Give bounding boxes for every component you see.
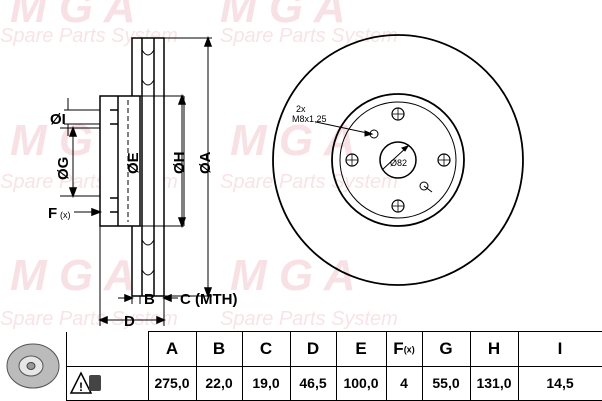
col-header-G: G xyxy=(421,331,471,367)
col-header-E: E xyxy=(335,331,387,367)
value-I: 14,5 xyxy=(517,365,602,401)
label-dim-G: ØG xyxy=(55,157,72,180)
value-E: 100,0 xyxy=(335,365,387,401)
bolt-note-thread: M8x1,25 xyxy=(292,114,327,124)
technical-drawing: M G A M G A Spare Parts System Spare Par… xyxy=(0,0,524,330)
label-dim-B: B xyxy=(144,291,155,308)
disc-thumbnail-icon xyxy=(6,343,60,388)
col-header-F-letter: F xyxy=(393,338,404,358)
col-header-D: D xyxy=(289,331,337,367)
disc-front-view xyxy=(272,34,524,286)
col-header-A: A xyxy=(147,331,197,367)
watermark-tagline: Spare Parts System xyxy=(0,308,178,330)
bolt-note-count: 2x xyxy=(296,104,306,114)
label-dim-D: D xyxy=(124,313,135,330)
value-C: 19,0 xyxy=(241,365,291,401)
caliper-warning-icon: ! xyxy=(69,371,101,394)
col-header-F: F(x) xyxy=(385,331,423,367)
disc-thumbnail-cell xyxy=(0,331,67,401)
label-dim-H: ØH xyxy=(171,152,188,175)
col-header-H: H xyxy=(469,331,519,367)
label-dim-I: ØI xyxy=(50,111,66,128)
warning-icon-cell xyxy=(66,331,149,367)
value-A: 275,0 xyxy=(147,365,197,401)
label-dim-C: C (MTH) xyxy=(180,291,237,308)
col-header-B: B xyxy=(195,331,243,367)
disc-side-profile xyxy=(60,35,213,326)
label-dim-F-sub: (x) xyxy=(60,210,71,220)
watermark-logo: M G A xyxy=(10,251,135,300)
watermark-tagline: Spare Parts System xyxy=(220,308,398,330)
watermark-logo: M G A xyxy=(220,0,345,32)
watermark-logo: M G A xyxy=(230,251,355,300)
col-header-I: I xyxy=(517,331,602,367)
label-dim-E: ØE xyxy=(125,152,142,174)
center-bore-label: Ø82 xyxy=(390,158,407,168)
watermark-tagline: Spare Parts System xyxy=(220,171,398,193)
label-dim-F: F xyxy=(48,205,57,222)
watermark-logo: M G A xyxy=(10,0,135,32)
svg-text:!: ! xyxy=(79,380,83,394)
value-F: 4 xyxy=(385,365,423,401)
spec-table: A B C D E F(x) G H I ! 275,0 22,0 19,0 4… xyxy=(0,331,602,401)
value-D: 46,5 xyxy=(289,365,337,401)
warning-icon-cell-lower: ! xyxy=(66,365,149,401)
value-G: 55,0 xyxy=(421,365,471,401)
watermark-tagline: Spare Parts System xyxy=(220,25,398,47)
value-B: 22,0 xyxy=(195,365,243,401)
col-header-C: C xyxy=(241,331,291,367)
label-dim-A: ØA xyxy=(197,151,214,174)
col-header-F-sub: (x) xyxy=(403,344,415,355)
value-H: 131,0 xyxy=(469,365,519,401)
